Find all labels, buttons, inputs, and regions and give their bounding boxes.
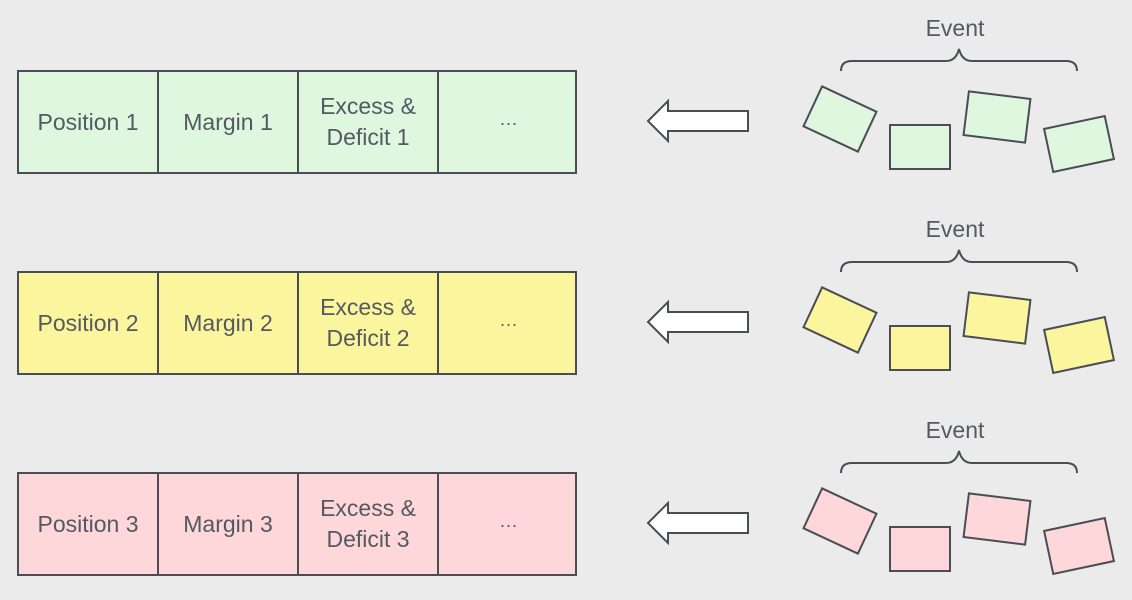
curly-brace-icon: [840, 249, 1078, 273]
margin-cell: Margin 3: [159, 474, 299, 574]
event-card: [889, 325, 951, 371]
record-3: Position 3 Margin 3 Excess & Deficit 3 .…: [17, 472, 577, 576]
event-card: [962, 492, 1032, 546]
event-card: [802, 487, 878, 555]
record-2: Position 2 Margin 2 Excess & Deficit 2 .…: [17, 271, 577, 375]
position-cell: Position 3: [19, 474, 159, 574]
event-label: Event: [925, 216, 985, 242]
position-cell: Position 2: [19, 273, 159, 373]
row-2: Position 2 Margin 2 Excess & Deficit 2 .…: [0, 201, 1132, 401]
row-3: Position 3 Margin 3 Excess & Deficit 3 .…: [0, 402, 1132, 600]
event-card: [802, 286, 878, 354]
ellipsis-cell: ...: [499, 510, 518, 531]
event-label: Event: [925, 417, 985, 443]
event-cards: [802, 85, 1116, 174]
event-cards: [802, 286, 1116, 375]
record-1: Position 1 Margin 1 Excess & Deficit 1 .…: [17, 70, 577, 174]
ellipsis-cell: ...: [499, 309, 518, 330]
curly-brace-icon: [840, 48, 1078, 72]
left-arrow-icon: [646, 98, 749, 144]
margin-cell: Margin 2: [159, 273, 299, 373]
curly-brace-icon: [840, 450, 1078, 474]
event-cards: [802, 487, 1116, 576]
left-arrow-icon: [646, 299, 749, 345]
event-card: [802, 85, 878, 153]
event-card: [1042, 114, 1116, 174]
event-card: [1042, 315, 1116, 375]
event-card: [962, 90, 1032, 144]
excess-deficit-cell: Excess & Deficit 2: [299, 273, 439, 373]
ellipsis-cell: ...: [499, 108, 518, 129]
left-arrow-icon: [646, 500, 749, 546]
margin-cell: Margin 1: [159, 72, 299, 172]
excess-deficit-cell: Excess & Deficit 1: [299, 72, 439, 172]
event-label: Event: [925, 15, 985, 41]
event-card: [962, 291, 1032, 345]
position-cell: Position 1: [19, 72, 159, 172]
event-card: [889, 124, 951, 170]
excess-deficit-cell: Excess & Deficit 3: [299, 474, 439, 574]
row-1: Position 1 Margin 1 Excess & Deficit 1 .…: [0, 0, 1132, 200]
event-card: [889, 526, 951, 572]
event-card: [1042, 516, 1116, 576]
